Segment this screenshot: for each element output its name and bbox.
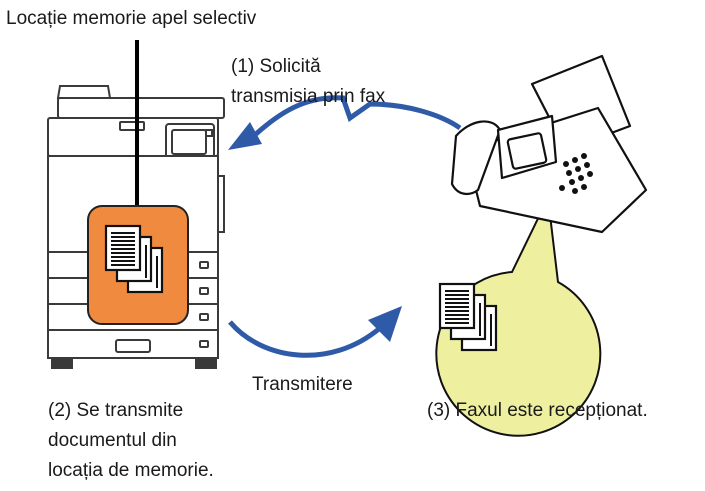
step3-label: (3) Faxul este recepționat.: [427, 396, 648, 426]
memory-location-label: Locație memorie apel selectiv: [6, 4, 256, 34]
step2-line1: (2) Se transmite: [48, 400, 184, 421]
step3-text: (3) Faxul este recepționat.: [427, 400, 648, 421]
transmit-label: Transmitere: [252, 370, 353, 400]
transmit-arrowhead: [368, 306, 402, 342]
memory-location-text: Locație memorie apel selectiv: [6, 8, 257, 29]
request-arrow: [254, 95, 462, 136]
transmit-arrow: [228, 320, 382, 358]
transmit-text: Transmitere: [252, 374, 353, 395]
step1-line2: transmisia prin fax: [231, 86, 386, 107]
multifunction-printer-icon: [47, 85, 225, 369]
step1-label: (1) Solicită transmisia prin fax: [231, 52, 385, 112]
step1-line1: (1) Solicită: [231, 56, 321, 77]
fax-machine-icon: [450, 54, 648, 234]
step2-label: (2) Se transmite documentul din locația …: [48, 396, 214, 486]
step2-line3: locația de memorie.: [48, 460, 214, 481]
step2-line2: documentul din: [48, 430, 177, 451]
request-arrowhead: [228, 122, 262, 150]
